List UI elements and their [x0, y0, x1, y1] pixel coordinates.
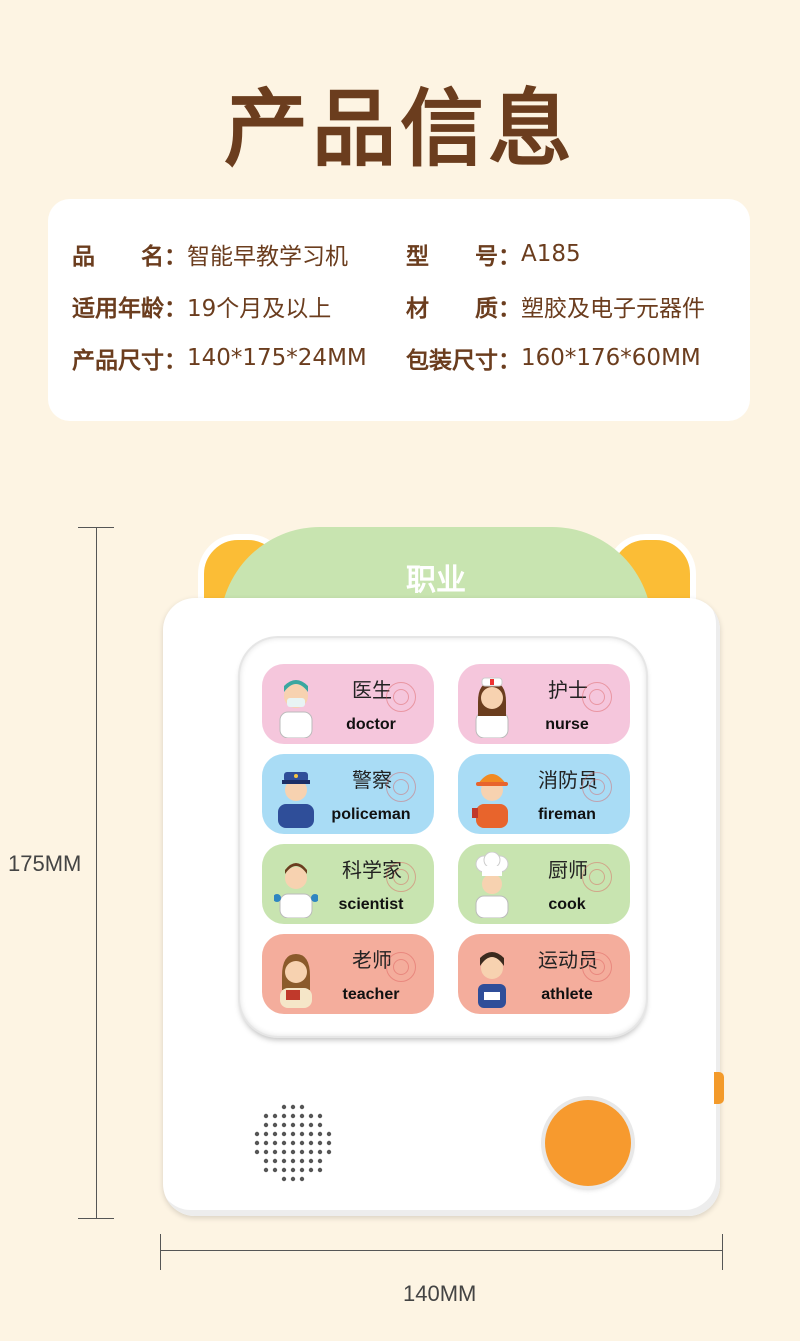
play-button[interactable] [545, 1100, 631, 1186]
scientist-avatar-icon [274, 863, 318, 918]
tile-doctor[interactable]: 医生 doctor [262, 664, 434, 744]
nurse-avatar-icon [475, 677, 509, 738]
spec-card: 品 名： 智能早教学习机 型 号： A185 适用年龄： 19个月及以上 材 质… [48, 199, 750, 421]
tile-policeman[interactable]: 警察 policeman [262, 754, 434, 834]
tile-en-label: nurse [545, 716, 589, 733]
tile-cn-label: 警察 [352, 768, 392, 792]
width-tick-right [722, 1234, 723, 1270]
tile-scientist[interactable]: 科学家 scientist [262, 844, 434, 924]
spec-label-name: 品 名： [72, 244, 187, 270]
policeman-avatar-icon [278, 772, 314, 828]
spec-row-size: 产品尺寸： 140*175*24MM [72, 340, 367, 376]
sound-ring-icon [386, 772, 416, 802]
spec-row-name: 品 名： 智能早教学习机 [72, 236, 348, 272]
tile-en-label: policeman [331, 806, 411, 823]
spec-row-material: 材 质： 塑胶及电子元器件 [406, 288, 705, 324]
spec-label-pack: 包装尺寸： [406, 348, 521, 374]
sound-ring-icon [582, 772, 612, 802]
tile-cn-label: 老师 [352, 948, 392, 972]
tile-cn-label: 医生 [352, 678, 392, 702]
tile-en-label: teacher [342, 986, 400, 1003]
page-title: 产品信息 [223, 80, 576, 178]
height-tick-top [78, 527, 114, 528]
teacher-avatar-icon [280, 954, 312, 1008]
spec-row-model: 型 号： A185 [406, 236, 581, 272]
tile-fireman[interactable]: 消防员 fireman [458, 754, 630, 834]
width-label: 140MM [403, 1281, 477, 1306]
spec-value-age: 19个月及以上 [187, 296, 332, 322]
tile-en-label: athlete [541, 986, 593, 1003]
sound-ring-icon [582, 862, 612, 892]
athlete-avatar-icon [478, 952, 506, 1008]
sound-ring-icon [386, 682, 416, 712]
height-label: 175MM [8, 851, 82, 876]
spec-label-model: 型 号： [406, 244, 521, 270]
spec-label-age: 适用年龄： [72, 296, 187, 322]
tile-cn-label: 厨师 [548, 858, 588, 882]
height-dimension-line [96, 527, 97, 1219]
width-dimension-line [160, 1250, 722, 1251]
tile-cook[interactable]: 厨师 cook [458, 844, 630, 924]
tile-en-label: cook [548, 896, 586, 913]
tile-athlete[interactable]: 运动员 athlete [458, 934, 630, 1014]
tile-cn-label: 护士 [548, 678, 588, 702]
cook-avatar-icon [475, 852, 509, 918]
doctor-avatar-icon [279, 680, 313, 738]
tile-en-label: fireman [538, 806, 596, 823]
side-button[interactable] [714, 1072, 724, 1104]
sound-ring-icon [582, 952, 612, 982]
height-tick-bottom [78, 1218, 114, 1219]
spec-value-model: A185 [521, 241, 581, 267]
device-screen: 医生 doctor 护士 nurse 警察 policeman [240, 638, 646, 1036]
sound-ring-icon [386, 862, 416, 892]
tile-en-label: scientist [338, 896, 404, 913]
spec-value-material: 塑胶及电子元器件 [521, 296, 705, 322]
spec-label-material: 材 质： [406, 296, 521, 322]
spec-row-age: 适用年龄： 19个月及以上 [72, 288, 331, 324]
tile-nurse[interactable]: 护士 nurse [458, 664, 630, 744]
fireman-avatar-icon [472, 774, 508, 828]
spec-label-size: 产品尺寸： [72, 348, 187, 374]
sound-ring-icon [582, 682, 612, 712]
sound-ring-icon [386, 952, 416, 982]
spec-value-size: 140*175*24MM [187, 345, 367, 371]
tile-en-label: doctor [346, 716, 396, 733]
width-tick-left [160, 1234, 161, 1270]
speaker-grille-icon [254, 1104, 332, 1182]
spec-row-pack: 包装尺寸： 160*176*60MM [406, 340, 701, 376]
spec-value-pack: 160*176*60MM [521, 345, 701, 371]
tile-teacher[interactable]: 老师 teacher [262, 934, 434, 1014]
spec-value-name: 智能早教学习机 [187, 244, 348, 270]
card-title: 职业 [406, 563, 466, 598]
